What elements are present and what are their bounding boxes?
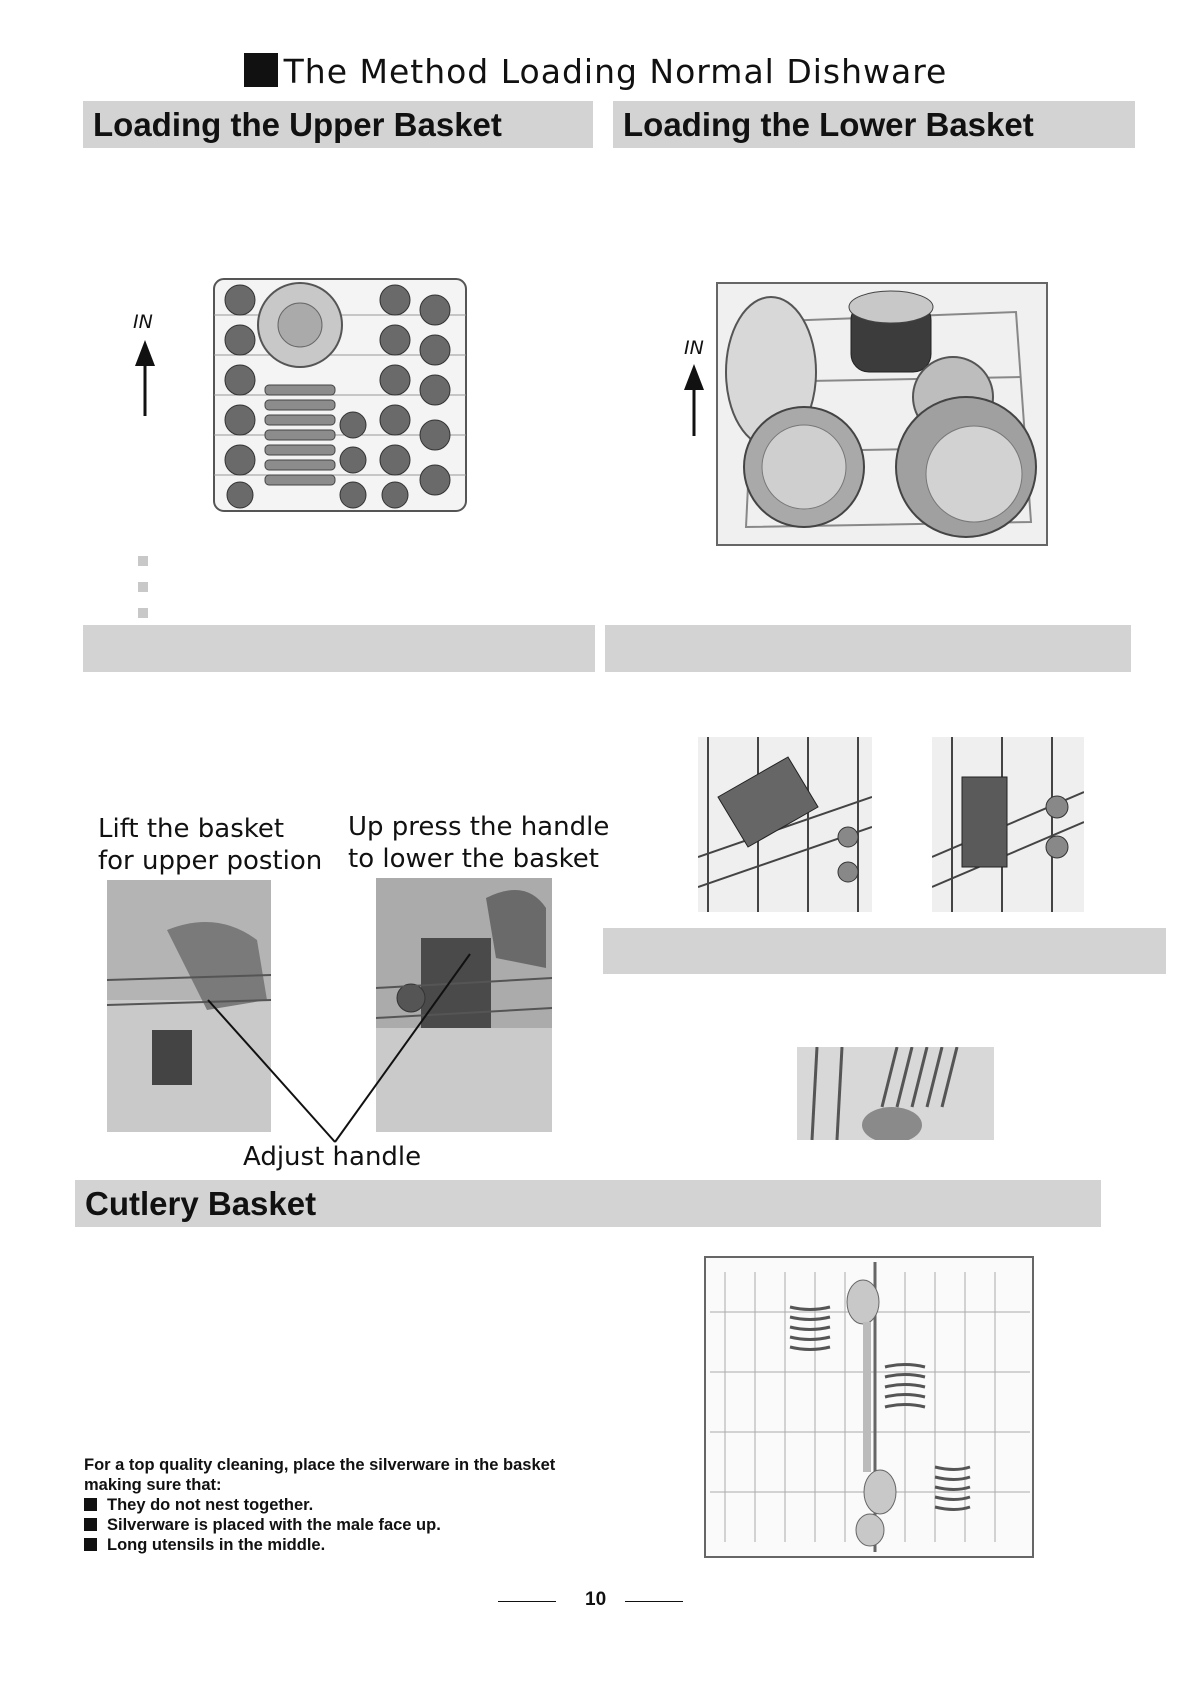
lower-basket-photo: [376, 878, 552, 1132]
title-square-icon: [243, 53, 278, 87]
page-number-rule-left: [498, 1601, 556, 1602]
cutlery-basket-diagram: [704, 1256, 1034, 1558]
in-arrow-lower-icon: [684, 364, 704, 436]
page-number: 10: [585, 1589, 607, 1610]
lift-basket-photo: [107, 880, 271, 1132]
in-label-upper: IN: [133, 311, 153, 333]
cutlery-instructions: For a top quality cleaning, place the si…: [84, 1455, 644, 1555]
adjust-handle-pointer-lines: [207, 953, 471, 1143]
cutlery-bullet: Silverware is placed with the male face …: [84, 1515, 644, 1535]
blank-header-bar: [605, 625, 1131, 672]
bullet-square-icon: [84, 1538, 97, 1551]
lower-basket-header: Loading the Lower Basket: [613, 101, 1135, 148]
bullet-square-icon: [138, 608, 148, 618]
blank-header-bar: [603, 928, 1166, 974]
page-number-rule-right: [625, 1601, 683, 1602]
rack-tines-photo: [797, 1047, 994, 1140]
in-label-lower: IN: [684, 337, 704, 359]
page-title: The Method Loading Normal Dishware: [0, 52, 1191, 91]
lift-basket-label: Lift the basket for upper postion: [98, 814, 323, 876]
bullet-square-icon: [138, 582, 148, 592]
press-handle-label: Up press the handle to lower the basket: [348, 812, 610, 874]
in-arrow-upper-icon: [135, 340, 155, 416]
bullet-square-icon: [138, 556, 148, 566]
upper-basket-header: Loading the Upper Basket: [83, 101, 593, 148]
bullet-square-icon: [84, 1498, 97, 1511]
cutlery-bullet: Long utensils in the middle.: [84, 1535, 644, 1555]
adjust-handle-label: Adjust handle: [243, 1142, 422, 1172]
upper-basket-diagram: [213, 278, 467, 512]
bullet-square-icon: [84, 1518, 97, 1531]
rack-folding-diagram-1: [698, 737, 872, 912]
rack-folding-diagram-2: [932, 737, 1084, 912]
cutlery-bullet: They do not nest together.: [84, 1495, 644, 1515]
cutlery-basket-header: Cutlery Basket: [75, 1180, 1101, 1227]
blank-header-bar: [83, 625, 595, 672]
lower-basket-diagram: [716, 282, 1048, 546]
